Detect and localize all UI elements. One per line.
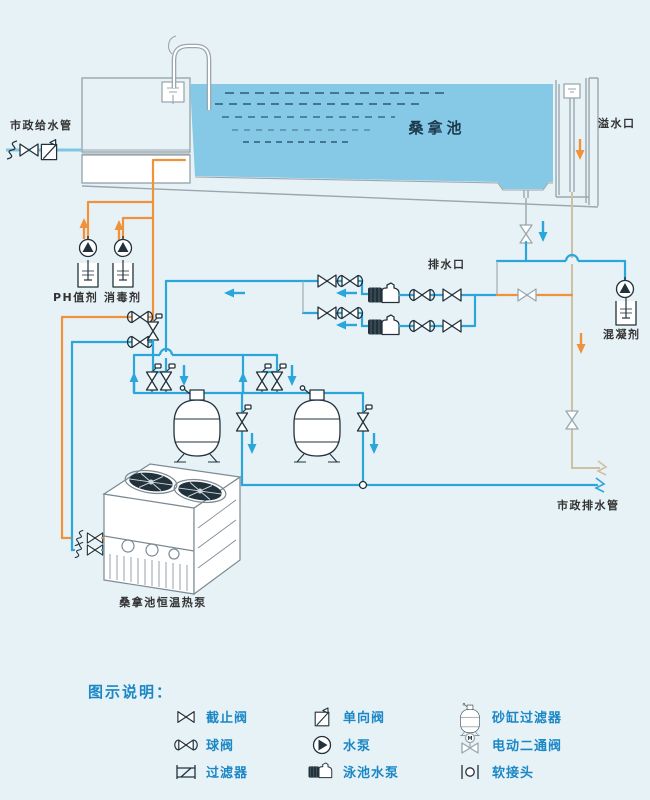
balance-tank	[81, 77, 191, 184]
stop-valve-icon	[86, 544, 104, 556]
motor-mark: M	[468, 736, 473, 742]
soft-joint-icon	[74, 529, 84, 547]
flow-up-arrow	[237, 370, 249, 395]
legend-title: 图示说明：	[88, 683, 173, 701]
pool-pump-icon	[308, 762, 333, 779]
ph-agent-label: PH值剂	[53, 290, 98, 304]
municipal-supply-label: 市政给水管	[10, 118, 73, 132]
chemical-tank-icon	[615, 297, 637, 326]
waste-down-arrow	[368, 431, 380, 456]
stop-valve-icon	[517, 288, 537, 302]
motor-valve-icon	[255, 363, 272, 391]
dosing-pump-icon	[615, 276, 635, 299]
sand-filter-icon	[460, 703, 480, 736]
stop-valve-icon	[86, 532, 104, 544]
pool-pump-icon	[367, 314, 400, 336]
sand-filters	[128, 279, 373, 463]
motor-valve-icon	[235, 404, 252, 432]
flow-down-arrow	[178, 363, 190, 388]
legend-item-stop-valve: 截止阀	[177, 710, 248, 726]
coagulant-doser: 混凝剂	[603, 259, 641, 341]
pool-water	[190, 84, 553, 189]
stop-valve-icon	[177, 711, 195, 723]
overflow-float-icon	[563, 83, 581, 99]
legend-label: 砂缸过滤器	[491, 710, 562, 726]
pool-pump-icon	[367, 282, 400, 304]
motor-valve-icon	[270, 363, 287, 391]
legend-item-soft-joint: 软接头	[461, 764, 534, 781]
overflow-down-arrow	[574, 137, 586, 162]
flow-left-arrow	[334, 319, 359, 331]
legend-label: 软接头	[492, 765, 534, 781]
motor-valve-icon	[159, 363, 176, 391]
legend-item-strainer: 过滤器	[176, 764, 248, 781]
legend-label: 过滤器	[206, 765, 248, 781]
flow-down-arrow	[286, 363, 298, 388]
legend-item-sand-filter: 砂缸过滤器	[460, 703, 562, 736]
municipal-supply: 市政给水管	[6, 118, 82, 161]
legend-item-check-valve: 单向阀	[314, 707, 385, 727]
soft-joint-icon	[74, 541, 84, 559]
heat-pump-label: 桑拿池恒温热泵	[118, 595, 207, 609]
legend-label: 水泵	[343, 738, 371, 754]
stop-valve-icon	[317, 306, 337, 320]
stop-valve-icon	[317, 274, 337, 288]
disinfectant-label: 消毒剂	[104, 290, 142, 304]
stop-valve-icon	[442, 319, 462, 333]
water-ripples	[215, 92, 445, 143]
soft-joint-icon	[461, 764, 479, 780]
chemical-tank-icon	[77, 259, 99, 288]
pipe-node	[358, 480, 368, 490]
legend-label: 电动二通阀	[492, 738, 562, 754]
flow-up-arrow	[128, 370, 140, 395]
water-pump-icon	[312, 735, 332, 755]
legend-item-water-pump: 水泵	[312, 735, 371, 755]
circulation-pumps	[164, 274, 574, 336]
fan-icon	[124, 469, 178, 495]
stop-valve-icon	[565, 410, 579, 430]
ball-valve-icon	[174, 739, 198, 751]
legend: 图示说明： 截止阀 球阀 过滤器 单向阀 水泵 泳池水泵 砂缸过滤器	[88, 683, 562, 781]
coagulant-label: 混凝剂	[603, 327, 641, 341]
drain-outlet-label: 排水口	[428, 257, 466, 271]
legend-label: 截止阀	[206, 710, 248, 726]
municipal-drain-label: 市政排水管	[557, 498, 620, 512]
chemical-tank-icon	[112, 259, 134, 288]
overflow-channel	[555, 77, 599, 206]
dosing-pump-icon	[78, 235, 98, 258]
stop-valve-icon	[19, 143, 39, 157]
waste-down-arrow	[246, 431, 258, 456]
strainer-icon	[176, 764, 196, 780]
check-valve-icon	[40, 139, 58, 161]
sand-filter-icon	[173, 385, 221, 463]
legend-item-ball-valve: 球阀	[174, 738, 234, 754]
inflow-pipe	[167, 35, 212, 110]
check-valve-icon	[314, 707, 330, 727]
pool-structure: 桑拿池 溢水口	[81, 35, 636, 208]
stop-valve-icon	[442, 288, 462, 302]
motor-valve-icon	[356, 404, 373, 432]
dosing-pump-icon	[113, 235, 133, 258]
pool-label: 桑拿池	[408, 119, 465, 137]
flow-left-arrow	[222, 287, 247, 299]
legend-item-motor-valve: M 电动二通阀	[461, 732, 562, 754]
overflow-label: 溢水口	[598, 116, 636, 130]
legend-label: 泳池水泵	[343, 765, 399, 781]
flow-left-arrow	[334, 287, 359, 299]
legend-label: 球阀	[206, 738, 234, 754]
drain-down-arrow	[575, 331, 587, 356]
stop-valve-icon	[519, 224, 533, 244]
sand-filter-icon	[293, 385, 341, 463]
fan-icon	[173, 478, 227, 504]
chemical-dosing: PH值剂 消毒剂	[53, 158, 187, 374]
drain-lines: 混凝剂 市政排水管 排水口	[240, 192, 641, 512]
heat-pump-unit	[102, 463, 242, 596]
legend-label: 单向阀	[343, 710, 385, 726]
legend-item-pool-pump: 泳池水泵	[308, 762, 399, 781]
heat-pump: 桑拿池恒温热泵	[60, 315, 242, 609]
pool-drain-arrow	[537, 219, 549, 244]
